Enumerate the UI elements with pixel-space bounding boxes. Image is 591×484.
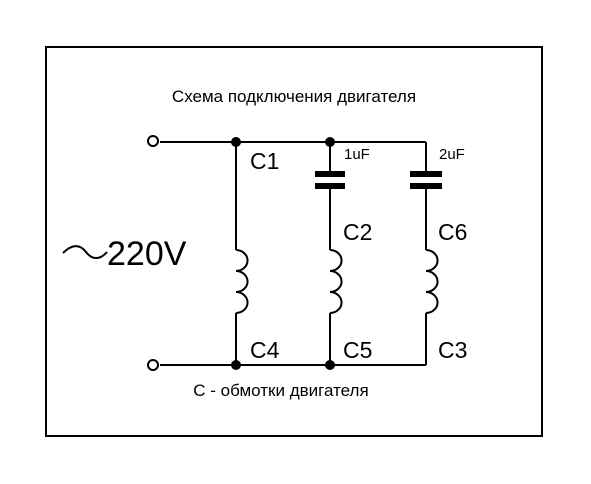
coil-c3-c6-icon: [425, 249, 439, 314]
winding-c2-c5: [315, 142, 345, 365]
diagram-frame: [45, 46, 543, 437]
terminal-label-c2: C2: [343, 219, 372, 245]
capacitor-1uF-label: 1uF: [344, 146, 370, 163]
terminal-label-c1: C1: [250, 148, 279, 174]
input-terminal-bottom: [147, 359, 159, 371]
ac-symbol-icon: [62, 245, 108, 259]
terminal-label-c5: C5: [343, 337, 372, 363]
terminal-label-c3: C3: [438, 337, 467, 363]
junction-c1: [231, 137, 241, 147]
junction-top-cap1: [325, 137, 335, 147]
capacitor-2uF-label: 2uF: [439, 146, 465, 163]
coil-c1-c4-icon: [235, 249, 249, 314]
supply-label: 220V: [62, 235, 187, 273]
diagram-title: Схема подключения двигателя: [172, 87, 416, 106]
coil-c2-c5-icon: [329, 249, 343, 314]
terminal-label-c4: C4: [250, 337, 280, 363]
winding-c3-c6: [410, 142, 442, 365]
terminal-label-c6: C6: [438, 219, 467, 245]
junction-c4: [231, 360, 241, 370]
diagram-footer: C - обмотки двигателя: [193, 381, 368, 400]
winding-c1-c4: [235, 142, 249, 365]
input-terminal-top: [147, 135, 159, 147]
junction-c5: [325, 360, 335, 370]
supply-voltage: 220V: [107, 235, 187, 273]
